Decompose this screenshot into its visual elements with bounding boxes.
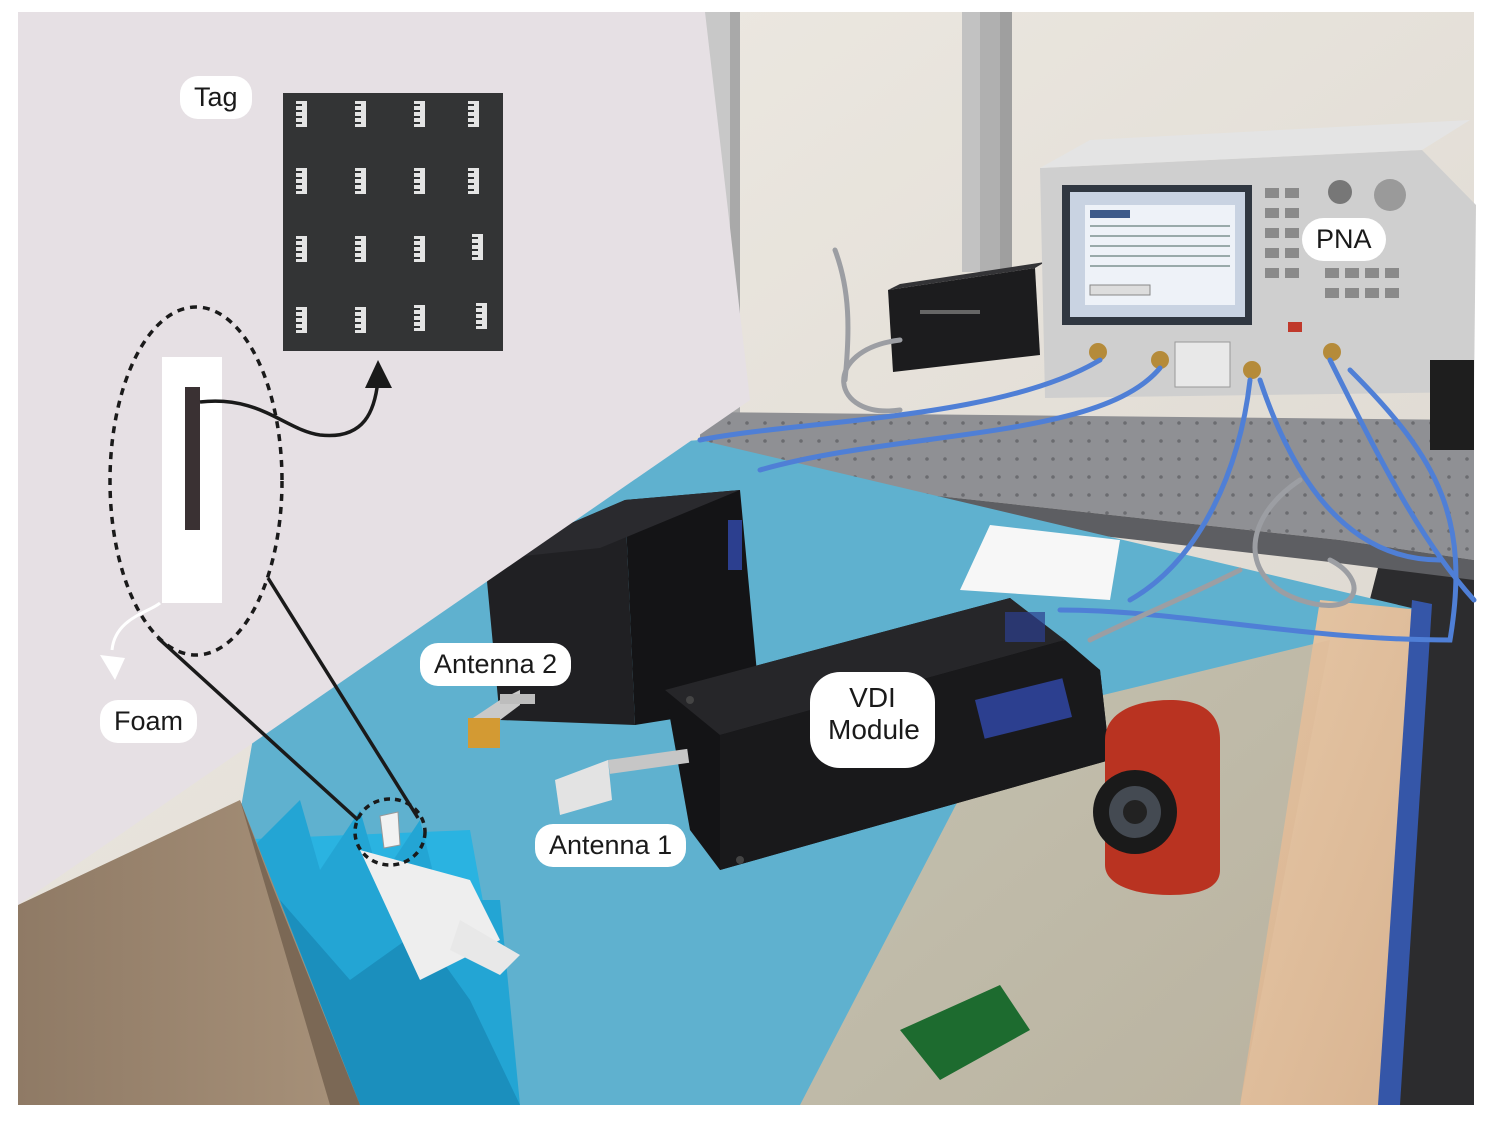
frame-post [962, 12, 980, 272]
zoom-ellipse [108, 305, 284, 657]
resonator [296, 101, 307, 127]
rf-cables [697, 357, 1477, 643]
tag-location-circle [353, 797, 427, 867]
antenna-2-label: Antenna 2 [420, 643, 572, 687]
foam-label: Foam [100, 700, 198, 744]
pna-instrument [1040, 120, 1476, 398]
bench-edge [1240, 600, 1420, 1105]
antenna-1-horn [555, 760, 612, 815]
pna-label: PNA [1302, 218, 1386, 262]
optical-table [700, 412, 1474, 560]
antenna-2-horn [468, 718, 500, 748]
camera-device [1093, 700, 1220, 895]
antenna-1-label: Antenna 1 [535, 824, 687, 868]
absorber-foam [230, 800, 520, 1105]
vdi-controller [888, 268, 1040, 372]
foam-arrow-icon [100, 655, 125, 680]
tag-photo [283, 93, 503, 351]
tag-strip [185, 387, 200, 530]
tag-label: Tag [180, 76, 252, 120]
vdi-module-label: VDI Module [810, 672, 935, 768]
inset-panel [18, 12, 750, 905]
cardboard-box [18, 800, 360, 1105]
curved-arrow-icon [199, 379, 380, 438]
